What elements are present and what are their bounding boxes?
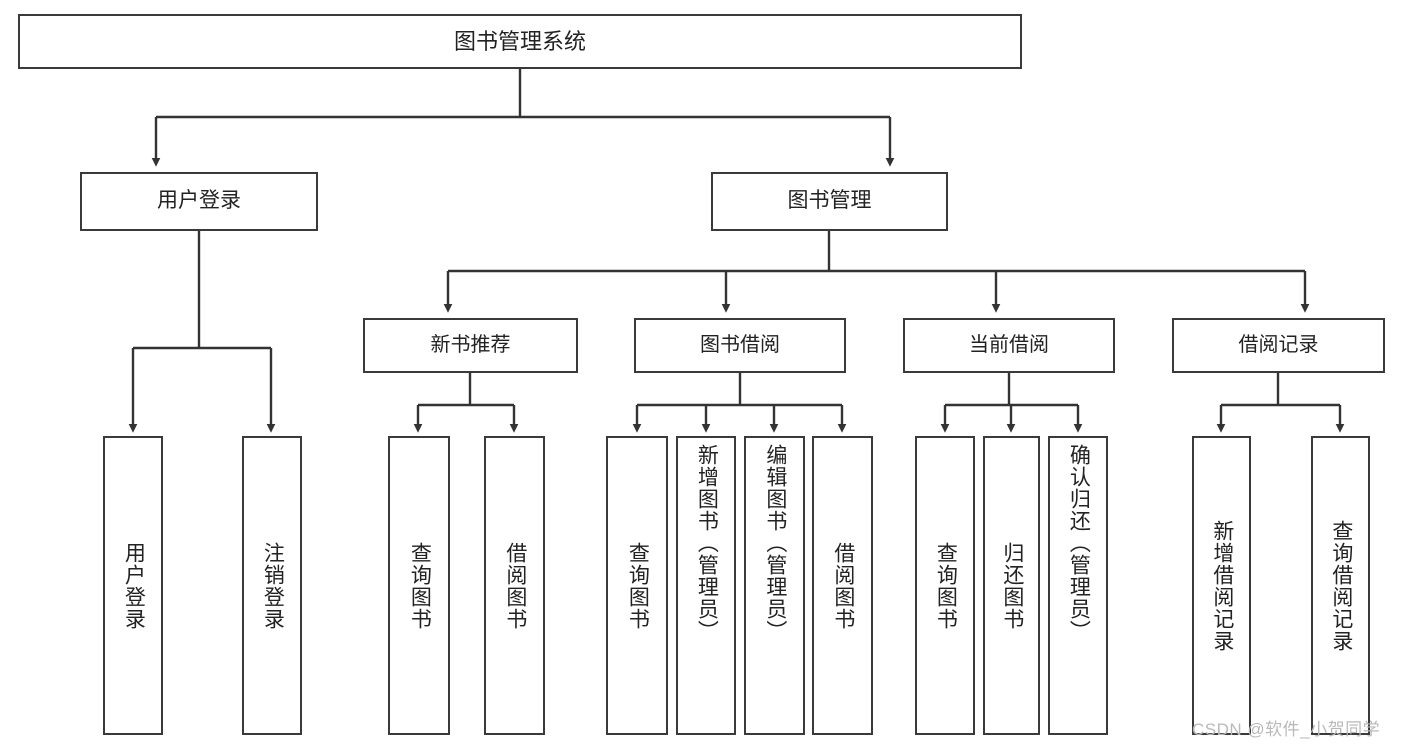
node-borrow-record[interactable]: 借阅记录 bbox=[1172, 318, 1385, 373]
node-label: 借阅图书 bbox=[831, 541, 855, 630]
csdn-watermark: CSDN @软件_小贺同学 bbox=[1192, 720, 1381, 739]
node-label: 借阅记录 bbox=[1238, 333, 1319, 356]
node-label: 查询图书 bbox=[934, 541, 958, 630]
leaf-edit-book-admin[interactable]: 编辑图书（管理员） bbox=[744, 436, 805, 735]
node-label: 查询借阅记录 bbox=[1329, 519, 1353, 652]
node-label: 图书管理 bbox=[787, 189, 872, 213]
node-label: 图书借阅 bbox=[700, 333, 780, 356]
node-new-book-recommend[interactable]: 新书推荐 bbox=[363, 318, 578, 373]
node-label: 新书推荐 bbox=[430, 333, 511, 356]
node-book-borrow[interactable]: 图书借阅 bbox=[634, 318, 846, 373]
leaf-borrow-books[interactable]: 借阅图书 bbox=[812, 436, 873, 735]
leaf-user-login[interactable]: 用户登录 bbox=[103, 436, 163, 735]
node-user-login[interactable]: 用户登录 bbox=[80, 172, 318, 231]
leaf-query-books-current[interactable]: 查询图书 bbox=[915, 436, 975, 735]
node-label: 当前借阅 bbox=[969, 333, 1049, 356]
node-book-management[interactable]: 图书管理 bbox=[711, 172, 948, 231]
node-label: 编辑图书（管理员） bbox=[763, 444, 787, 642]
node-label: 归还图书 bbox=[1000, 541, 1024, 630]
leaf-confirm-return-admin[interactable]: 确认归还（管理员） bbox=[1048, 436, 1108, 735]
leaf-query-books-recommend[interactable]: 查询图书 bbox=[388, 436, 450, 735]
leaf-query-books-borrow[interactable]: 查询图书 bbox=[606, 436, 668, 735]
node-label: 新增图书（管理员） bbox=[695, 444, 719, 642]
node-label: 注销登录 bbox=[261, 541, 285, 630]
node-label: 查询图书 bbox=[408, 541, 432, 630]
node-root-system[interactable]: 图书管理系统 bbox=[18, 14, 1022, 69]
leaf-add-book-admin[interactable]: 新增图书（管理员） bbox=[676, 436, 736, 735]
node-label: 用户登录 bbox=[122, 541, 146, 630]
leaf-logout[interactable]: 注销登录 bbox=[242, 436, 302, 735]
node-label: 确认归还（管理员） bbox=[1067, 444, 1091, 642]
node-current-borrow[interactable]: 当前借阅 bbox=[903, 318, 1115, 373]
leaf-borrow-books-recommend[interactable]: 借阅图书 bbox=[484, 436, 545, 735]
node-label: 查询图书 bbox=[626, 541, 650, 630]
node-label: 借阅图书 bbox=[503, 541, 527, 630]
leaf-add-borrow-record[interactable]: 新增借阅记录 bbox=[1192, 436, 1251, 735]
node-label: 用户登录 bbox=[157, 189, 241, 213]
leaf-return-books[interactable]: 归还图书 bbox=[983, 436, 1040, 735]
leaf-query-borrow-record[interactable]: 查询借阅记录 bbox=[1311, 436, 1370, 735]
node-label: 新增借阅记录 bbox=[1210, 519, 1234, 652]
node-label: 图书管理系统 bbox=[453, 28, 586, 54]
